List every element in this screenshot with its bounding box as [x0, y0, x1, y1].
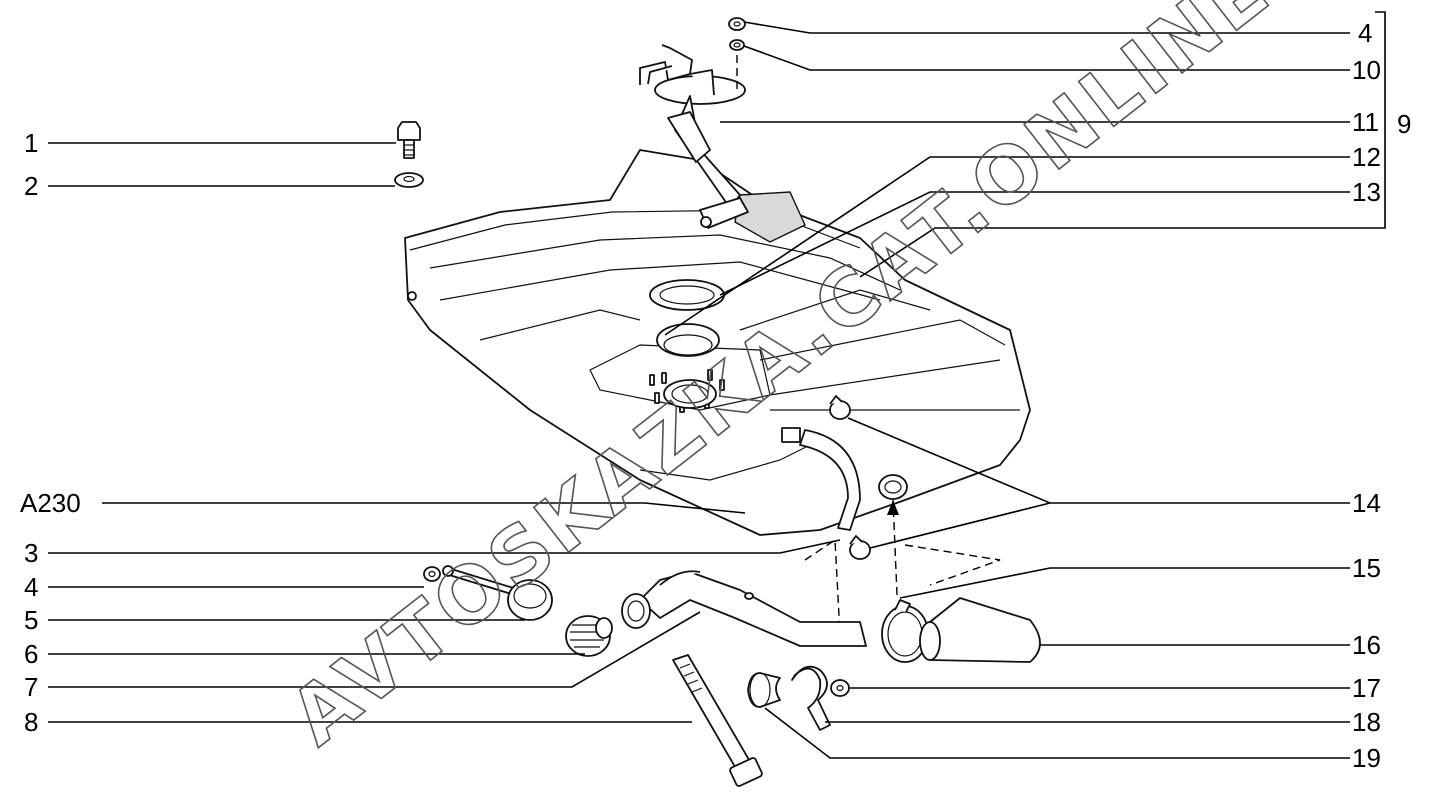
- leader-lines: [48, 11, 1386, 759]
- callout-4-left: 4: [24, 572, 38, 602]
- filler-cap-5: [442, 565, 553, 621]
- callout-9-group: 9: [1397, 109, 1411, 139]
- callout-16: 16: [1352, 630, 1381, 660]
- cap-6: [565, 615, 613, 657]
- callout-4-right: 4: [1358, 18, 1372, 48]
- callout-11: 11: [1352, 107, 1379, 137]
- hose-16: [919, 597, 1041, 663]
- callout-17: 17: [1352, 673, 1381, 703]
- callout-1: 1: [24, 128, 38, 158]
- washer-2: [394, 172, 424, 188]
- gasket-ring-13: [649, 279, 725, 311]
- callout-10: 10: [1352, 55, 1381, 85]
- callout-18: 18: [1352, 707, 1381, 737]
- callout-3: 3: [24, 538, 38, 568]
- callout-15: 15: [1352, 553, 1381, 583]
- clamp-14-upper: [829, 395, 851, 420]
- nut-top-4: [728, 17, 746, 31]
- vent-hose-3: [781, 427, 861, 531]
- watermark: AVTOSKAZKA.CAT.ONLINE: [274, 0, 1287, 763]
- callout-2: 2: [24, 171, 38, 201]
- clamp-14-lower: [849, 535, 871, 560]
- washer-top-10: [729, 39, 745, 51]
- neck-pipe: [878, 474, 908, 500]
- callout-14: 14: [1352, 488, 1381, 518]
- filler-pipe-7: [621, 570, 867, 647]
- callout-7: 7: [24, 672, 38, 702]
- callout-19: 19: [1352, 743, 1381, 773]
- callout-a230: A230: [20, 488, 81, 518]
- callout-8: 8: [24, 707, 38, 737]
- fuel-pump-module: [639, 44, 806, 243]
- bushing-19: [747, 672, 781, 708]
- strap-8: [672, 654, 763, 787]
- callout-12: 12: [1352, 142, 1381, 172]
- bolt-1: [397, 121, 421, 159]
- nut-17: [830, 679, 850, 697]
- labels-right: 4 10 11 12 13 14 15 16 17 18 19 9: [1352, 18, 1411, 773]
- labels-left: 1 2 A230 3 4 5 6 7 8: [20, 128, 81, 737]
- callout-6: 6: [24, 639, 38, 669]
- bracket-18: [791, 665, 831, 731]
- nut-left-4: [423, 566, 441, 582]
- callout-5: 5: [24, 605, 38, 635]
- seal-ring-12: [656, 323, 720, 357]
- callout-13: 13: [1352, 177, 1381, 207]
